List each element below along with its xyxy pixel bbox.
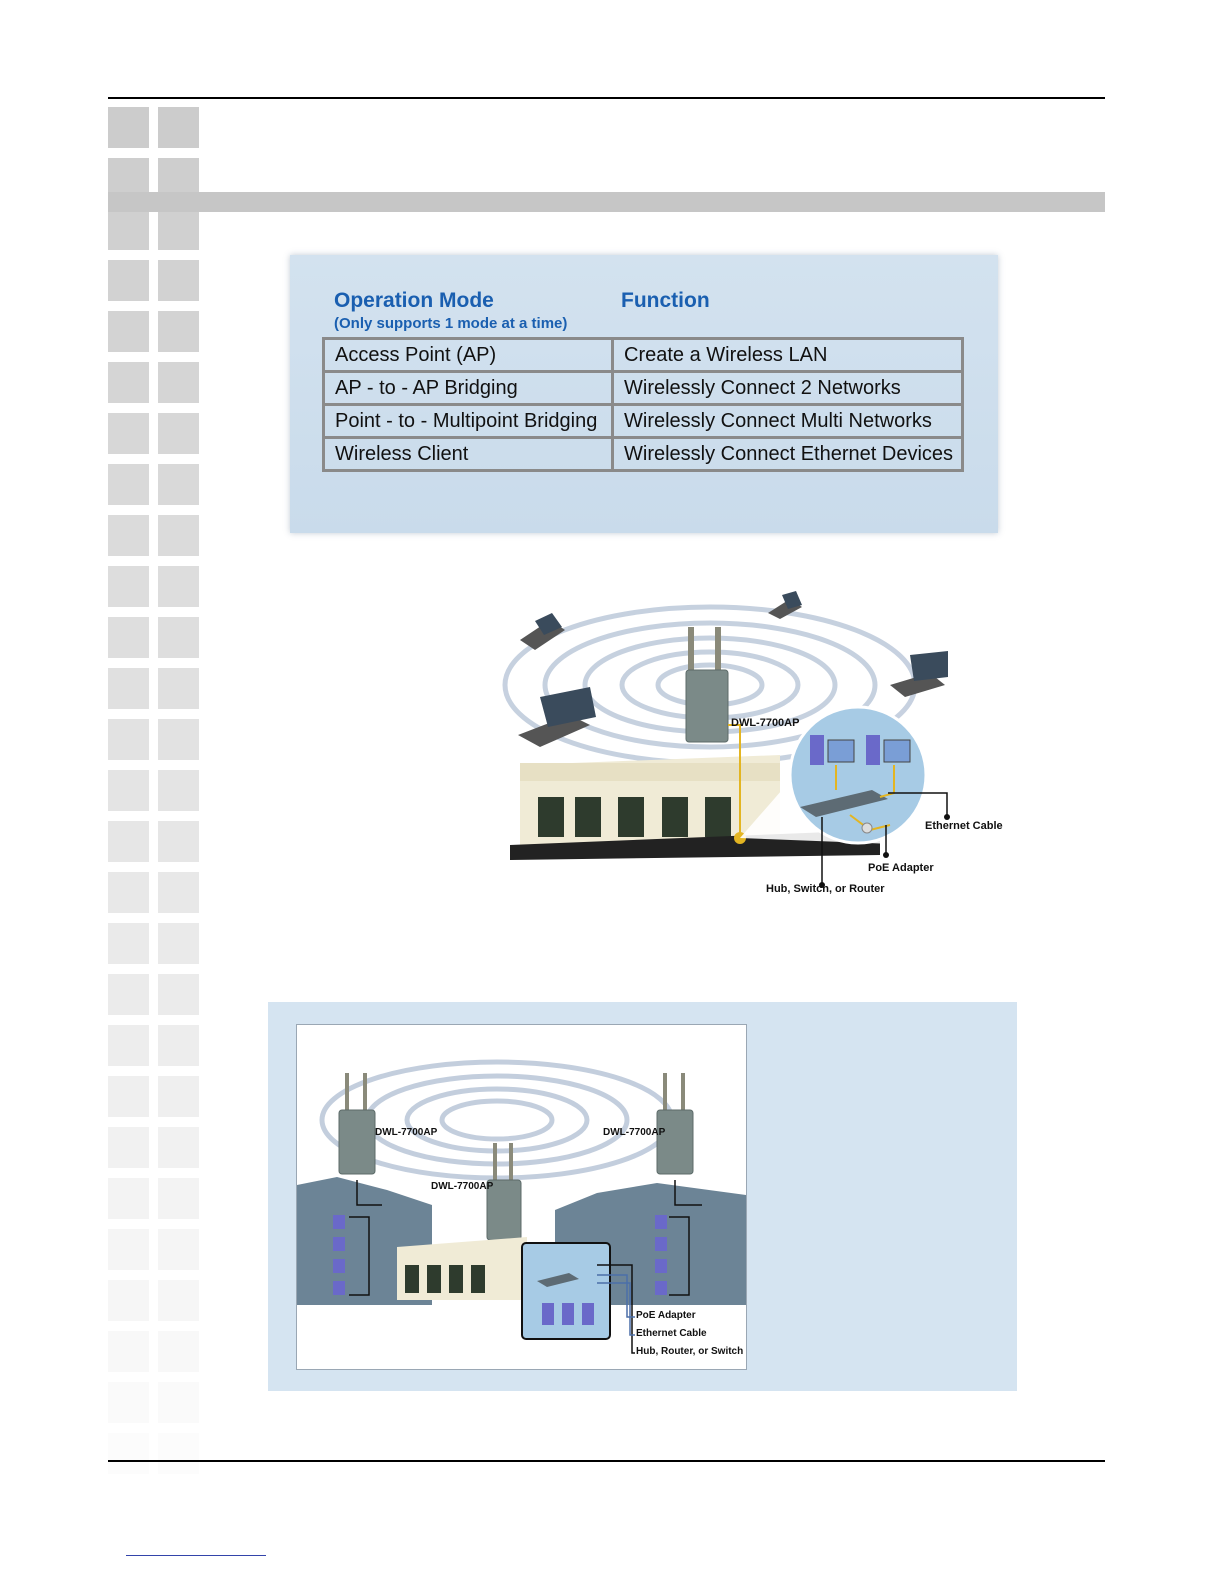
function-cell: Wirelessly Connect Multi Networks (611, 403, 964, 439)
device-label-right: DWL-7700AP (603, 1127, 666, 1138)
grid-square (108, 1382, 149, 1423)
laptop-icon (768, 591, 802, 619)
grid-square (108, 1280, 149, 1321)
poe-adapter-label: PoE Adapter (636, 1310, 696, 1321)
grid-square (158, 209, 199, 250)
function-cell: Wirelessly Connect 2 Networks (611, 370, 964, 406)
desktop-computer-icon (866, 735, 911, 765)
grid-square (108, 311, 149, 352)
top-rule (108, 97, 1105, 99)
bridging-diagram: DWL-7700AP DWL-7700AP DWL-7700AP PoE Ada… (296, 1024, 747, 1370)
grid-square (158, 413, 199, 454)
grid-square (158, 1178, 199, 1219)
grid-square (108, 617, 149, 658)
hub-router-switch-label: Hub, Router, or Switch (636, 1346, 744, 1357)
grid-square (108, 1178, 149, 1219)
grid-square (108, 1433, 149, 1474)
mode-cell: Wireless Client (322, 436, 614, 472)
grid-square (158, 821, 199, 862)
grid-square (158, 362, 199, 403)
grid-square (158, 1127, 199, 1168)
grid-square (108, 1076, 149, 1117)
device-label-center: DWL-7700AP (431, 1181, 494, 1192)
mode-cell: Access Point (AP) (322, 337, 614, 373)
grid-square (108, 1127, 149, 1168)
access-point-left (338, 1073, 376, 1175)
grid-square (158, 1331, 199, 1372)
grid-square (158, 260, 199, 301)
device-label: DWL-7700AP (731, 717, 800, 729)
ethernet-cable-label: Ethernet Cable (925, 820, 1003, 832)
operation-mode-panel: Operation Mode (Only supports 1 mode at … (290, 255, 998, 533)
ethernet-cable-label: Ethernet Cable (636, 1328, 707, 1339)
grid-square (108, 464, 149, 505)
access-point-diagram: DWL-7700AP Ethernet Cable PoE Adapter Hu… (500, 585, 1003, 905)
grid-square (108, 107, 149, 148)
grid-square (108, 1229, 149, 1270)
grid-square (108, 719, 149, 760)
grid-square (158, 1076, 199, 1117)
grid-square (158, 515, 199, 556)
grid-square (158, 1433, 199, 1474)
bottom-rule (108, 1460, 1105, 1462)
grid-square (158, 1382, 199, 1423)
poe-adapter-label: PoE Adapter (868, 862, 934, 874)
grid-square (108, 209, 149, 250)
header-band (108, 192, 1105, 212)
hub-switch-router-label: Hub, Switch, or Router (766, 883, 885, 895)
grid-square (158, 974, 199, 1015)
grid-square (108, 821, 149, 862)
grid-square (108, 413, 149, 454)
footer-link-underline (126, 1555, 266, 1556)
laptop-icon (518, 687, 596, 747)
desktop-computer-icon (810, 735, 855, 765)
function-cell: Wirelessly Connect Ethernet Devices (611, 436, 964, 472)
grid-square (158, 566, 199, 607)
grid-square (108, 872, 149, 913)
laptop-icon (890, 651, 948, 697)
mode-cell: AP - to - AP Bridging (322, 370, 614, 406)
grid-square (108, 515, 149, 556)
table-row: AP - to - AP Bridging Wirelessly Connect… (322, 370, 964, 406)
grid-square (158, 923, 199, 964)
laptop-icon (520, 613, 565, 650)
grid-square (158, 770, 199, 811)
grid-square (108, 974, 149, 1015)
grid-square (158, 1229, 199, 1270)
operation-mode-note: (Only supports 1 mode at a time) (334, 315, 568, 332)
grid-square (158, 311, 199, 352)
grid-square (108, 923, 149, 964)
function-cell: Create a Wireless LAN (611, 337, 964, 373)
operation-mode-heading: Operation Mode (334, 289, 494, 312)
grid-square (158, 1280, 199, 1321)
grid-square (108, 362, 149, 403)
grid-square (158, 617, 199, 658)
grid-square (158, 107, 199, 148)
grid-square (158, 719, 199, 760)
bridging-illustration (297, 1059, 746, 1354)
grid-square (108, 770, 149, 811)
grid-square (158, 1025, 199, 1066)
table-row: Access Point (AP) Create a Wireless LAN (322, 337, 964, 373)
grid-square (108, 1025, 149, 1066)
grid-square (108, 668, 149, 709)
grid-square (108, 260, 149, 301)
device-label-left: DWL-7700AP (375, 1127, 438, 1138)
access-point-illustration (502, 591, 950, 888)
grid-square (158, 872, 199, 913)
table-row: Point - to - Multipoint Bridging Wireles… (322, 403, 964, 439)
table-row: Wireless Client Wirelessly Connect Ether… (322, 436, 964, 472)
grid-square (108, 1331, 149, 1372)
operation-mode-table: Access Point (AP) Create a Wireless LAN … (322, 337, 964, 472)
grid-square (158, 464, 199, 505)
grid-square (108, 566, 149, 607)
grid-square (158, 668, 199, 709)
function-heading: Function (621, 289, 710, 312)
mode-cell: Point - to - Multipoint Bridging (322, 403, 614, 439)
access-point-right (656, 1073, 694, 1175)
